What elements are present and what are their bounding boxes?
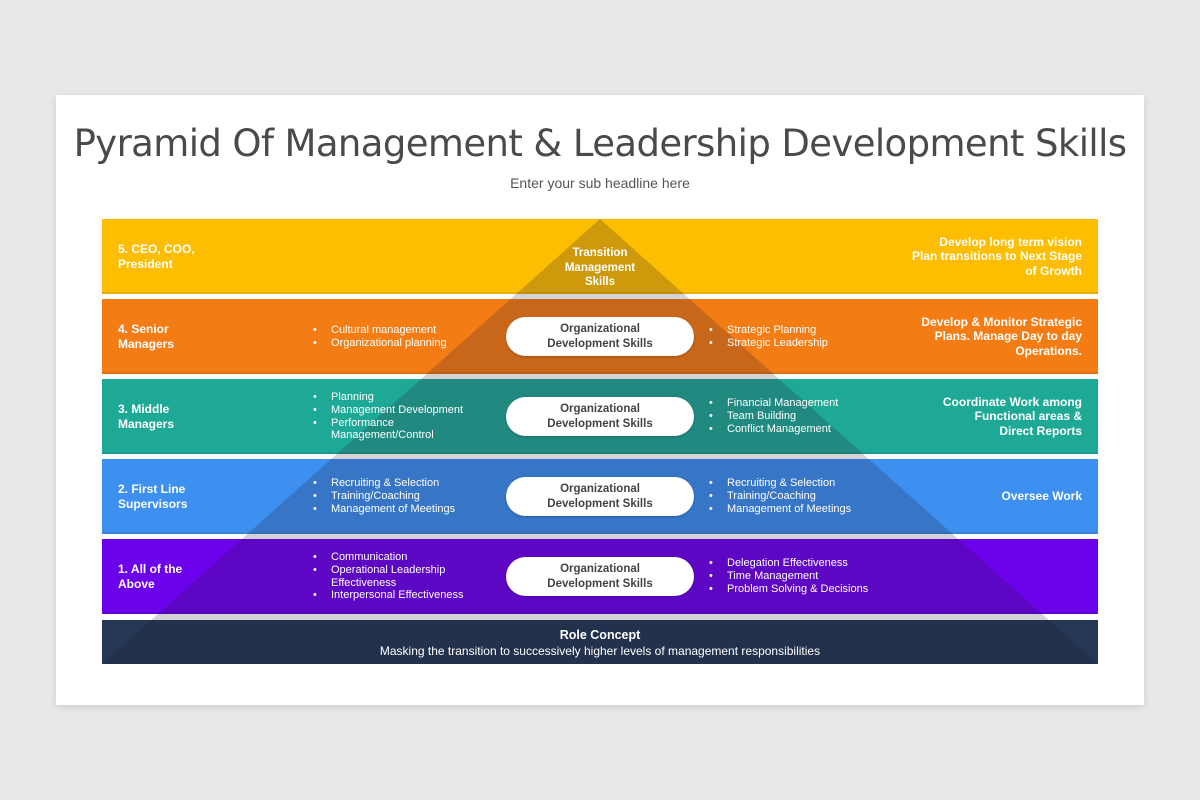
level-label: 5. CEO, COO,President [118,241,195,271]
left-skill-list: Planning Management Development Performa… [309,379,479,454]
list-item: Strategic Leadership [705,337,885,350]
list-item: Strategic Planning [705,324,885,337]
right-skill-list: Financial Management Team Building Confl… [705,379,885,454]
right-skill-list: Delegation Effectiveness Time Management… [705,539,885,614]
list-item: Interpersonal Effectiveness [309,589,479,602]
right-skill-list: Strategic Planning Strategic Leadership [705,299,885,374]
list-item: Organizational planning [309,337,479,350]
right-skill-list: Recruiting & Selection Training/Coaching… [705,459,885,534]
role-concept-bar: Role Concept Masking the transition to s… [102,620,1098,664]
list-item: Communication [309,551,479,564]
list-item: Operational Leadership Effectiveness [309,564,451,590]
list-item: Delegation Effectiveness [705,557,885,570]
list-item: Performance Management/Control [309,417,451,443]
list-item: Training/Coaching [309,490,479,503]
list-item: Team Building [705,410,885,423]
role-concept-subtitle: Masking the transition to successively h… [379,644,821,658]
list-item: Time Management [705,570,885,583]
list-item: Recruiting & Selection [309,477,479,490]
list-item: Cultural management [309,324,479,337]
left-skill-list: Communication Operational Leadership Eff… [309,539,479,614]
page-title: Pyramid Of Management & Leadership Devel… [73,122,1127,165]
level-outcome: Oversee Work [1001,489,1083,504]
left-skill-list: Recruiting & Selection Training/Coaching… [309,459,479,534]
list-item: Management of Meetings [309,503,479,516]
left-skill-list: Cultural management Organizational plann… [309,299,479,374]
list-item: Recruiting & Selection [705,477,885,490]
list-item: Planning [309,391,479,404]
page-subtitle: Enter your sub headline here [510,175,690,191]
list-item: Training/Coaching [705,490,885,503]
list-item: Management of Meetings [705,503,885,516]
band-level-5: 5. CEO, COO,President Develop long term … [102,219,1098,294]
list-item: Financial Management [705,397,885,410]
list-item: Management Development [309,404,479,417]
role-concept-title: Role Concept [559,628,641,642]
list-item: Problem Solving & Decisions [705,583,885,596]
list-item: Conflict Management [705,423,885,436]
